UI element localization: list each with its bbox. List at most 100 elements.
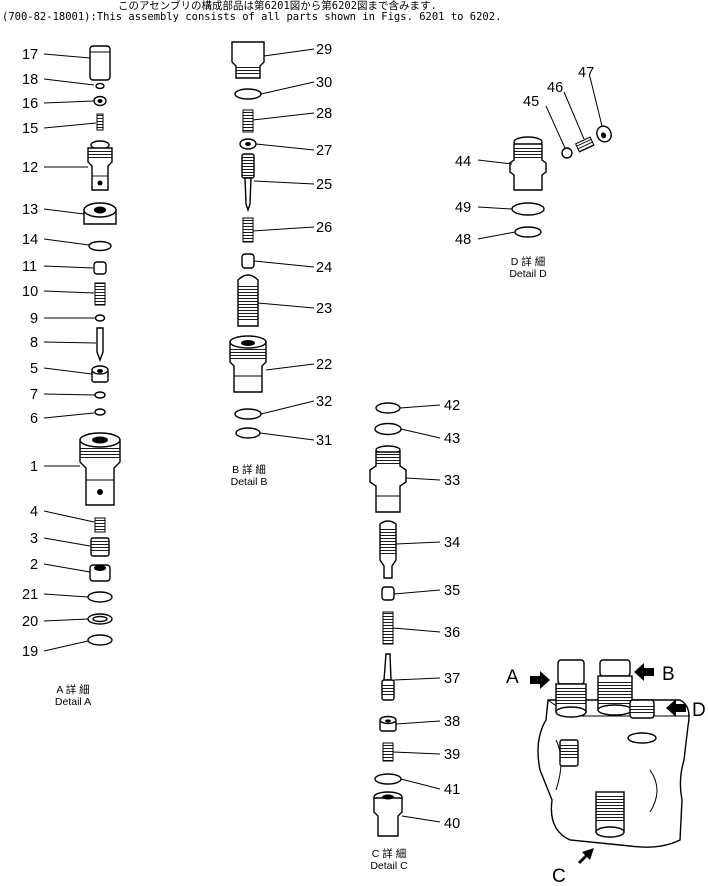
callout-b: B bbox=[662, 664, 675, 685]
label-20: 20 bbox=[22, 614, 38, 630]
detail-c-caption-jp: C 詳 細 bbox=[372, 847, 406, 860]
label-49: 49 bbox=[455, 200, 471, 216]
label-10: 10 bbox=[22, 284, 38, 300]
part-3-seat bbox=[90, 537, 110, 557]
part-24-piston bbox=[241, 253, 255, 269]
label-42: 42 bbox=[444, 398, 460, 414]
part-9-ring bbox=[94, 314, 106, 322]
part-43-o-ring bbox=[374, 422, 402, 436]
part-26-spring bbox=[242, 217, 254, 243]
part-22-plug bbox=[229, 335, 267, 393]
label-7: 7 bbox=[30, 387, 38, 403]
detail-c-parts bbox=[369, 402, 407, 837]
assembly-cartridge-side bbox=[559, 739, 579, 767]
detail-c-caption-en: Detail C bbox=[370, 860, 408, 872]
detail-c-leaders bbox=[392, 404, 441, 823]
label-28: 28 bbox=[316, 106, 332, 122]
label-13: 13 bbox=[22, 202, 38, 218]
label-17: 17 bbox=[22, 47, 38, 63]
part-17-cap bbox=[89, 45, 111, 81]
part-34-spool bbox=[379, 520, 397, 579]
label-19: 19 bbox=[22, 644, 38, 660]
detail-c-labels: 42 43 33 34 35 36 37 38 39 41 40 C 詳 細 D… bbox=[370, 398, 460, 872]
part-19-o-ring bbox=[87, 634, 113, 646]
part-2-plug bbox=[89, 564, 111, 582]
part-46-spring bbox=[574, 136, 595, 153]
detail-a-labels: 17 18 16 15 12 13 14 11 10 9 8 5 7 6 1 4… bbox=[22, 47, 91, 708]
part-28-spring bbox=[242, 109, 254, 133]
part-45-ball bbox=[561, 147, 573, 159]
callout-d: D bbox=[692, 700, 706, 721]
label-24: 24 bbox=[316, 260, 332, 276]
label-16: 16 bbox=[22, 96, 38, 112]
part-37-poppet bbox=[381, 653, 395, 701]
arrow-a bbox=[530, 671, 550, 689]
label-39: 39 bbox=[444, 747, 460, 763]
part-21-o-ring bbox=[87, 591, 113, 603]
label-6: 6 bbox=[30, 411, 38, 427]
label-32: 32 bbox=[316, 394, 332, 410]
part-18-ring bbox=[95, 82, 105, 90]
label-44: 44 bbox=[455, 154, 471, 170]
label-36: 36 bbox=[444, 625, 460, 641]
part-29-cap bbox=[231, 41, 265, 79]
part-15-screw bbox=[96, 113, 104, 131]
label-31: 31 bbox=[316, 433, 332, 449]
part-48-o-ring bbox=[514, 226, 542, 238]
detail-d-caption-en: Detail D bbox=[509, 268, 547, 280]
label-34: 34 bbox=[444, 535, 460, 551]
label-43: 43 bbox=[444, 431, 460, 447]
label-25: 25 bbox=[316, 177, 332, 193]
label-1: 1 bbox=[30, 459, 38, 475]
part-16-nut bbox=[93, 95, 107, 107]
part-20-backup-ring bbox=[87, 613, 113, 625]
detail-d-leaders bbox=[477, 76, 603, 240]
label-9: 9 bbox=[30, 311, 38, 327]
part-39-spring bbox=[382, 742, 394, 762]
label-23: 23 bbox=[316, 301, 332, 317]
detail-b-leaders bbox=[252, 48, 315, 441]
part-6-ring bbox=[94, 408, 106, 416]
part-11-piston bbox=[93, 261, 107, 275]
detail-d-caption-jp: D 詳 細 bbox=[511, 255, 545, 268]
detail-d-labels: 44 45 46 47 49 48 D 詳 細 Detail D bbox=[455, 65, 594, 280]
part-33-plug bbox=[369, 445, 407, 513]
label-3: 3 bbox=[30, 531, 38, 547]
arrow-b bbox=[634, 663, 654, 681]
assembly-cartridge-b bbox=[597, 659, 633, 716]
header-english: (700-82-18001):This assembly consists of… bbox=[2, 11, 502, 23]
label-30: 30 bbox=[316, 75, 332, 91]
label-26: 26 bbox=[316, 220, 332, 236]
part-41-o-ring bbox=[374, 773, 402, 785]
label-35: 35 bbox=[444, 583, 460, 599]
part-35-piston bbox=[381, 586, 395, 601]
label-2: 2 bbox=[30, 557, 38, 573]
label-5: 5 bbox=[30, 361, 38, 377]
label-27: 27 bbox=[316, 143, 332, 159]
label-11: 11 bbox=[22, 259, 37, 275]
label-37: 37 bbox=[444, 671, 460, 687]
arrow-c bbox=[578, 848, 594, 864]
label-8: 8 bbox=[30, 335, 38, 351]
detail-d-parts bbox=[509, 125, 612, 238]
part-30-o-ring bbox=[234, 88, 262, 100]
part-12-valve-body bbox=[87, 140, 113, 191]
label-18: 18 bbox=[22, 72, 38, 88]
label-22: 22 bbox=[316, 357, 332, 373]
callout-c: C bbox=[552, 866, 566, 886]
label-48: 48 bbox=[455, 232, 471, 248]
part-10-spring bbox=[94, 282, 106, 306]
detail-a-caption-jp: A 詳 細 bbox=[56, 683, 89, 696]
label-38: 38 bbox=[444, 714, 460, 730]
part-32-o-ring bbox=[234, 408, 262, 420]
label-14: 14 bbox=[22, 232, 38, 248]
label-4: 4 bbox=[30, 504, 38, 520]
part-4-spring bbox=[94, 517, 106, 533]
assembly-cartridge-c bbox=[595, 791, 625, 838]
header-japanese: このアセンブリの構成部品は第6201図から第6202図まで含みます. bbox=[118, 0, 437, 12]
label-45: 45 bbox=[523, 94, 539, 110]
callout-a: A bbox=[506, 667, 519, 688]
detail-a-leaders bbox=[43, 53, 97, 652]
part-38-nut bbox=[379, 715, 397, 732]
